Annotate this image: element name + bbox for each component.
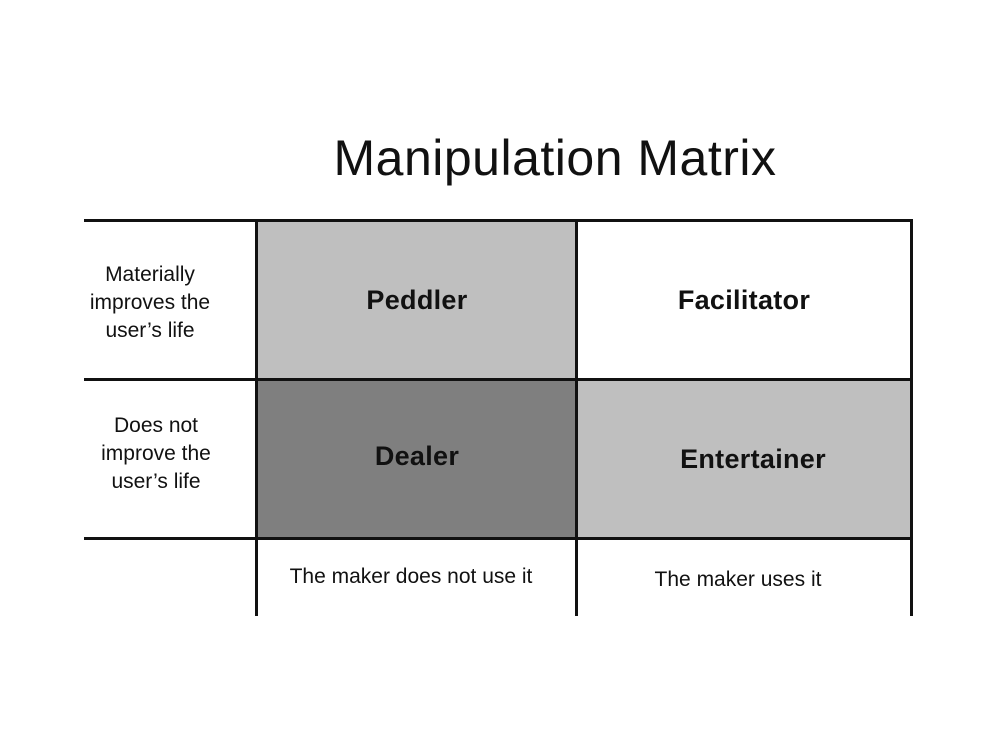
grid-line-middle: [84, 378, 913, 381]
column-label-maker-does-not-use: The maker does not use it: [289, 565, 533, 588]
quadrant-facilitator: Facilitator: [577, 221, 911, 379]
quadrant-label-facilitator: Facilitator: [677, 284, 811, 315]
grid-line-center: [575, 219, 578, 616]
quadrant-label-peddler: Peddler: [366, 284, 468, 315]
quadrant-peddler: Peddler: [257, 221, 577, 379]
grid-line-top: [84, 219, 913, 222]
quadrant-label-dealer: Dealer: [374, 440, 460, 471]
quadrant-entertainer: Entertainer: [577, 379, 911, 539]
grid-line-left: [255, 219, 258, 616]
page-title: Manipulation Matrix: [333, 130, 777, 186]
quadrant-label-entertainer: Entertainer: [680, 443, 826, 474]
grid-line-right: [910, 219, 913, 616]
row-label-improves: Materially improves the user’s life: [89, 263, 211, 342]
quadrant-dealer: Dealer: [257, 379, 577, 539]
grid-line-bottom: [84, 537, 913, 540]
row-label-does-not-improve: Does not improve the user’s life: [101, 414, 211, 493]
column-label-maker-uses: The maker uses it: [654, 568, 822, 591]
